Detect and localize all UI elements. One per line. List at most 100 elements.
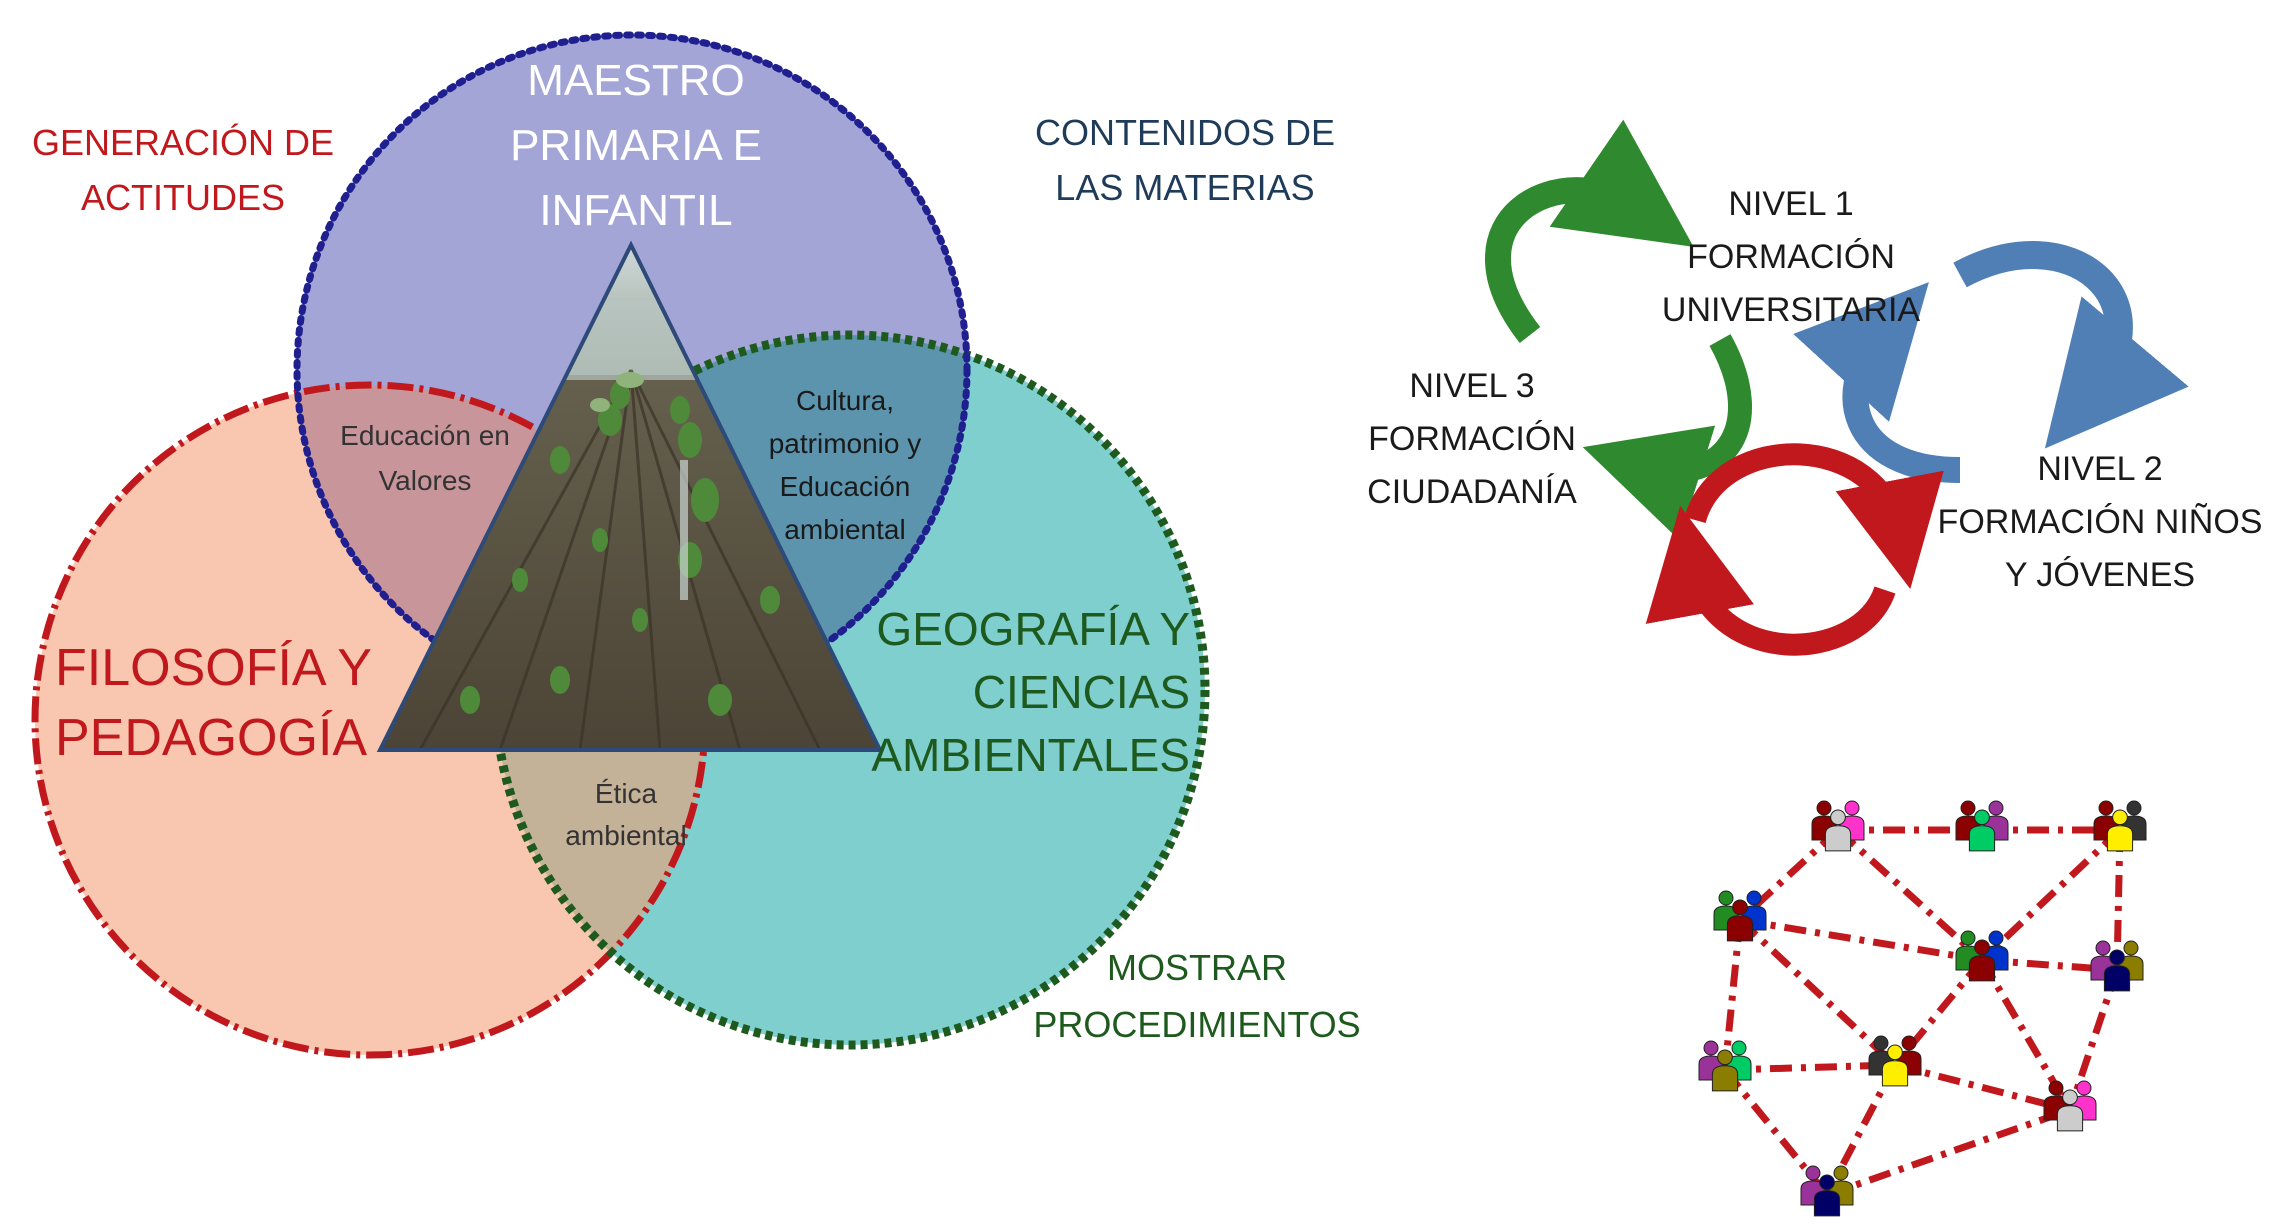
person-body (1726, 915, 1754, 942)
caption-generacion: GENERACIÓN DE ACTITUDES (32, 122, 334, 218)
person-head (1960, 930, 1976, 946)
people-group-icon (2090, 940, 2144, 992)
person-head (1717, 1049, 1733, 1066)
network-diagram (1698, 800, 2147, 1217)
label-cultura-line2: patrimonio y (769, 428, 922, 459)
person-head (2126, 800, 2142, 816)
network-edge (1835, 827, 1985, 963)
label-nivel3: NIVEL 3 FORMACIÓN CIUDADANÍA (1367, 367, 1577, 511)
arrow-red-top (1684, 443, 1944, 590)
label-cultura: Cultura, patrimonio y Educación ambienta… (769, 385, 922, 545)
person-head (1833, 1165, 1849, 1181)
people-group-icon (1955, 930, 2009, 982)
label-nivel2-line1: NIVEL 2 (2037, 450, 2162, 488)
person-head (1718, 890, 1734, 906)
label-geografia-line3: AMBIENTALES (871, 729, 1190, 781)
label-nivel1-line3: UNIVERSITARIA (1662, 291, 1921, 329)
person-head (1830, 809, 1846, 826)
network-edge (1737, 917, 1898, 1068)
label-cultura-line4: ambiental (784, 514, 905, 545)
person-head (2062, 1089, 2078, 1106)
person-head (2076, 1080, 2092, 1096)
label-nivel3-line1: NIVEL 3 (1409, 367, 1534, 405)
label-nivel3-line3: CIUDADANÍA (1367, 473, 1577, 511)
arrow-blue-nivel1-to-nivel2 (1953, 241, 2189, 449)
label-cultura-line1: Cultura, (796, 385, 894, 416)
venn-diagram: MAESTRO PRIMARIA E INFANTIL FILOSOFÍA Y … (31, 31, 1361, 1059)
label-nivel2-line2: FORMACIÓN NIÑOS (1938, 503, 2263, 541)
label-maestro-line3: INFANTIL (539, 186, 732, 235)
person-head (1988, 930, 2004, 946)
people-group-icon (1955, 800, 2009, 852)
label-nivel3-line2: FORMACIÓN (1368, 420, 1576, 458)
label-nivel2: NIVEL 2 FORMACIÓN NIÑOS Y JÓVENES (1938, 450, 2263, 594)
person-head (1732, 899, 1748, 916)
person-head (2112, 809, 2128, 826)
person-head (1887, 1044, 1903, 1061)
network-edge (1979, 827, 2123, 963)
label-educacion-valores: Educación en Valores (340, 420, 510, 496)
person-head (1901, 1035, 1917, 1051)
label-etica-line1: Ética (595, 778, 658, 809)
label-cultura-line3: Educación (780, 471, 911, 502)
caption-contenidos: CONTENIDOS DE LAS MATERIAS (1035, 112, 1335, 208)
network-edge (1825, 1106, 2072, 1199)
label-maestro-line1: MAESTRO (527, 56, 745, 105)
person-body (1813, 1190, 1841, 1217)
person-head (1819, 1174, 1835, 1191)
person-body (1968, 825, 1996, 852)
person-head (2098, 800, 2114, 816)
person-head (1816, 800, 1832, 816)
people-group-icon (1868, 1035, 1922, 1087)
network-edges (1721, 826, 2124, 1199)
people-group-icon (2043, 1080, 2097, 1132)
label-valores-line2: Valores (379, 465, 472, 496)
caption-contenidos-line1: CONTENIDOS DE (1035, 112, 1335, 153)
person-body (1824, 825, 1852, 852)
person-head (2048, 1080, 2064, 1096)
person-head (1731, 1040, 1747, 1056)
network-edge (1739, 916, 1983, 964)
person-body (2103, 965, 2131, 992)
caption-contenidos-line2: LAS MATERIAS (1055, 167, 1314, 208)
person-head (1746, 890, 1762, 906)
arrow-green-nivel1-to-nivel3 (1582, 334, 1752, 541)
label-filosofia-line1: FILOSOFÍA Y (55, 639, 372, 697)
label-maestro-line2: PRIMARIA E (510, 121, 762, 170)
person-head (2095, 940, 2111, 956)
person-head (1960, 800, 1976, 816)
caption-mostrar: MOSTRAR PROCEDIMIENTOS (1033, 947, 1360, 1045)
people-group-icon (2093, 800, 2147, 852)
person-body (1881, 1060, 1909, 1087)
label-nivel2-line3: Y JÓVENES (2005, 556, 2195, 594)
label-etica-line2: ambiental (565, 820, 686, 851)
person-head (1974, 939, 1990, 956)
person-body (1711, 1065, 1739, 1092)
arrow-green-nivel3-to-nivel1 (1485, 119, 1694, 344)
network-nodes (1698, 800, 2147, 1217)
person-head (1988, 800, 2004, 816)
person-head (1844, 800, 1860, 816)
people-group-icon (1698, 1040, 1752, 1092)
people-group-icon (1800, 1165, 1854, 1217)
label-geografia: GEOGRAFÍA Y CIENCIAS AMBIENTALES (871, 603, 1190, 781)
network-edge (1724, 1061, 1896, 1074)
label-maestro: MAESTRO PRIMARIA E INFANTIL (510, 56, 762, 235)
arrow-blue-nivel2-to-nivel1 (1793, 282, 1961, 483)
caption-generacion-line2: ACTITUDES (81, 177, 285, 218)
caption-mostrar-line2: PROCEDIMIENTOS (1033, 1004, 1360, 1045)
people-group-icon (1713, 890, 1767, 942)
person-head (1703, 1040, 1719, 1056)
network-edge (1722, 1067, 1830, 1198)
person-head (1805, 1165, 1821, 1181)
label-geografia-line1: GEOGRAFÍA Y (876, 603, 1190, 655)
person-body (2056, 1105, 2084, 1132)
label-etica: Ética ambiental (565, 778, 686, 851)
network-edge (1721, 919, 1744, 1071)
label-nivel1: NIVEL 1 FORMACIÓN UNIVERSITARIA (1662, 185, 1921, 329)
label-nivel1-line2: FORMACIÓN (1687, 238, 1895, 276)
arrow-red-bottom (1645, 505, 1896, 656)
person-body (2106, 825, 2134, 852)
person-head (2123, 940, 2139, 956)
